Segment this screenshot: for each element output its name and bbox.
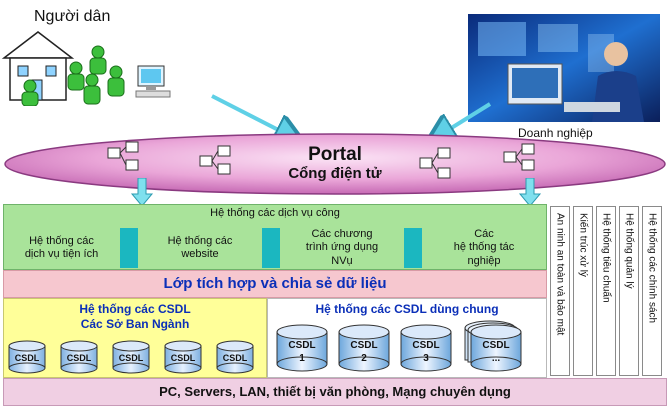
service-separator: [404, 228, 422, 268]
dept-db-title-line2: Các Sở Ban Ngành: [80, 317, 190, 331]
business-photo: [468, 14, 660, 122]
dept-db-title-line1: Hệ thống các CSDL: [79, 302, 191, 316]
public-services-title: Hệ thống các dịch vụ công: [210, 207, 340, 220]
dept-cylinder-label: CSDL: [171, 353, 196, 363]
actor-arrows: [211, 94, 492, 160]
shared-cylinder-label: CSDL: [350, 340, 377, 351]
dept-cylinder-label: CSDL: [15, 353, 40, 363]
service-item-operations: Các hệ thống tác nghiệp: [453, 228, 515, 267]
dept-db-cylinders: CSDL CSDL CSDL CSDL CSDL: [8, 340, 254, 374]
shared-cylinder-label: CSDL: [412, 340, 439, 351]
service-item-applications: Các chương trình ứng dụng NVụ: [305, 228, 379, 267]
side-column-policies: Hệ thống các chính sách: [642, 206, 662, 376]
portal-ellipse: [4, 133, 666, 195]
integration-layer: Lớp tích hợp và chia sẻ dữ liệu: [3, 270, 547, 298]
side-column-label: Hệ thống tiêu chuẩn: [600, 213, 612, 303]
shared-cylinder-num: 3: [423, 353, 429, 364]
side-column-label: Kiến trúc xử lý: [577, 213, 589, 277]
portal-title: Portal: [308, 144, 362, 165]
service-separator: [120, 228, 138, 268]
dept-cylinder-label: CSDL: [67, 353, 92, 363]
service-item-utilities: Hệ thống các dịch vụ tiện ích: [24, 234, 99, 260]
side-column-label: Hệ thống quản lý: [623, 213, 635, 289]
citizens-label: Người dân: [34, 8, 111, 25]
dept-cylinder-label: CSDL: [223, 353, 248, 363]
service-item-websites: Hệ thống các website: [167, 234, 233, 260]
side-column-management: Hệ thống quản lý: [619, 206, 639, 376]
house-people-illustration: [1, 31, 171, 106]
dept-cylinder-label: CSDL: [119, 353, 144, 363]
side-column-standards: Hệ thống tiêu chuẩn: [596, 206, 616, 376]
shared-cylinder-num: 1: [299, 353, 305, 364]
business-label: Doanh nghiệp: [518, 126, 593, 140]
infrastructure-bar: PC, Servers, LAN, thiết bị văn phòng, Mạ…: [3, 378, 667, 406]
side-column-architecture: Kiến trúc xử lý: [573, 206, 593, 376]
side-column-label: Hệ thống các chính sách: [646, 213, 658, 324]
side-column-security: An ninh an toàn và bảo mật: [550, 206, 570, 376]
side-column-label: An ninh an toàn và bảo mật: [554, 213, 566, 336]
portal-subtitle: Cổng điện tử: [288, 165, 382, 182]
service-separator: [262, 228, 280, 268]
shared-cylinder-num: 2: [361, 353, 367, 364]
shared-cylinder-num: ...: [492, 353, 501, 364]
shared-db-title: Hệ thống các CSDL dùng chung: [315, 302, 499, 316]
shared-cylinder-label: CSDL: [288, 340, 315, 351]
shared-cylinder-label: CSDL: [482, 340, 509, 351]
shared-db-cylinders: CSDL 1 CSDL 2 CSDL 3 CSDL ...: [276, 320, 522, 372]
portal-down-arrows: [130, 178, 542, 207]
